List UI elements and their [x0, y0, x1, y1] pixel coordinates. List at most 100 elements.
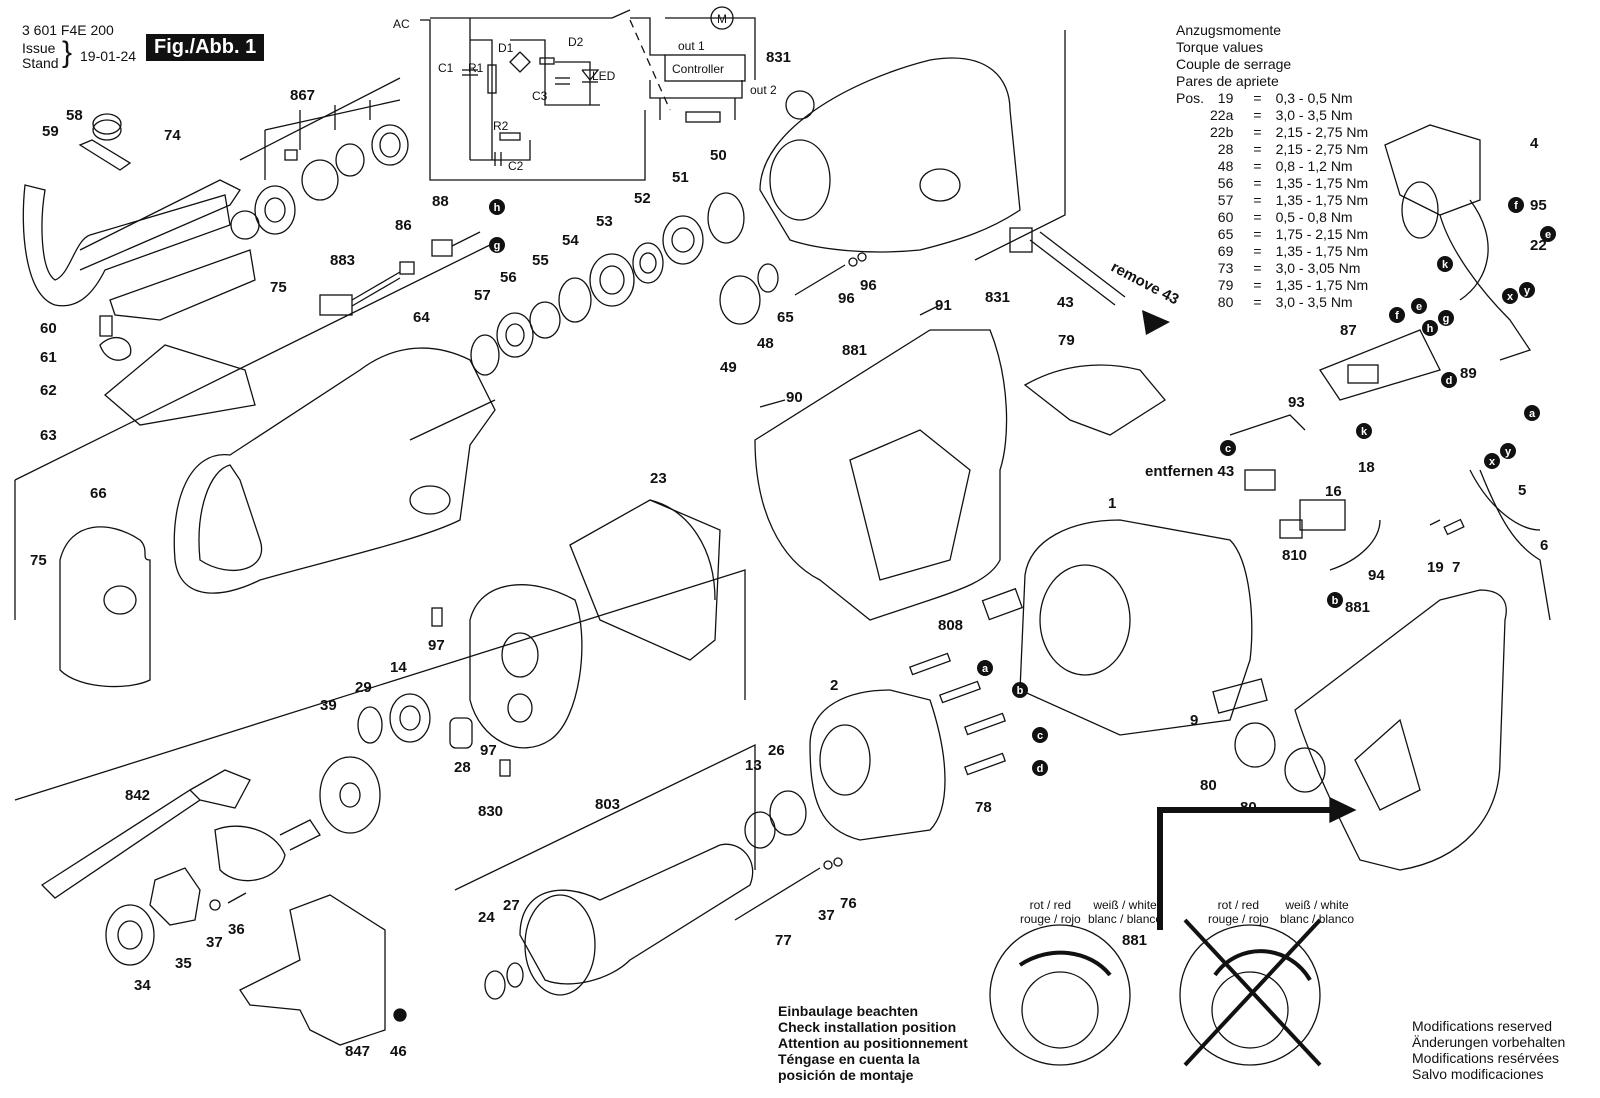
part-18: 18 — [1358, 459, 1375, 476]
mods-es: Salvo modificaciones — [1412, 1066, 1544, 1082]
part-36: 36 — [228, 921, 245, 938]
callout-f1-circle — [1389, 307, 1405, 323]
part-80a: 80 — [1200, 777, 1217, 794]
torque-value: 3,0 - 3,05 Nm — [1275, 260, 1361, 276]
torque-table: Anzugsmomente Torque values Couple de se… — [1176, 22, 1374, 311]
mods-en: Modifications reserved — [1412, 1018, 1553, 1034]
wire-white-line2-r: blanc / blanco — [1280, 912, 1355, 926]
torque-eq: = — [1253, 260, 1262, 276]
remove-43-label: remove 43 — [1108, 259, 1182, 309]
torque-row: 22b=2,15 - 2,75 Nm — [1176, 124, 1374, 141]
part-26: 26 — [768, 742, 785, 759]
part-7: 7 — [1452, 559, 1460, 576]
part-831a: 831 — [766, 49, 791, 66]
install-note: Einbaulage beachten Check installation p… — [778, 1003, 968, 1083]
callout-d1-label: d — [1037, 763, 1044, 775]
callout-h1-circle — [489, 199, 505, 215]
part-881b: 881 — [1345, 599, 1370, 616]
part-2: 2 — [830, 677, 838, 694]
part-39: 39 — [320, 697, 337, 714]
callout-x1-circle — [1502, 288, 1518, 304]
brace: } — [62, 36, 73, 69]
torque-row: 48=0,8 - 1,2 Nm — [1176, 158, 1374, 175]
part-93: 93 — [1288, 394, 1305, 411]
callout-e1-circle — [1540, 226, 1556, 242]
torque-row: 73=3,0 - 3,05 Nm — [1176, 260, 1374, 277]
circuit-d2: D2 — [568, 35, 584, 49]
callout-y1-label: y — [1524, 285, 1531, 297]
part-76: 76 — [840, 895, 857, 912]
part-5: 5 — [1518, 482, 1526, 499]
part-91: 91 — [935, 297, 952, 314]
part-56: 56 — [500, 269, 517, 286]
torque-pos: 22a — [1210, 107, 1234, 123]
part-59: 59 — [42, 123, 59, 140]
part-803: 803 — [595, 796, 620, 813]
torque-value: 1,35 - 1,75 Nm — [1275, 243, 1369, 259]
part-48: 48 — [757, 335, 774, 352]
part-810: 810 — [1282, 547, 1307, 564]
torque-eq: = — [1253, 141, 1262, 157]
modifications-note: Modifications reserved Änderungen vorbeh… — [1412, 1018, 1565, 1082]
callout-a2-label: a — [1529, 408, 1536, 420]
torque-row: 80=3,0 - 3,5 Nm — [1176, 294, 1374, 311]
torque-row: 60=0,5 - 0,8 Nm — [1176, 209, 1374, 226]
wire-red-line1-r: rot / red — [1217, 898, 1260, 912]
callout-a1-label: a — [982, 663, 989, 675]
part-57: 57 — [474, 287, 491, 304]
part-94: 94 — [1368, 567, 1385, 584]
part-808: 808 — [938, 617, 963, 634]
callout-d1-circle — [1032, 760, 1048, 776]
circuit-out2: out 2 — [750, 83, 777, 97]
part-79: 79 — [1058, 332, 1075, 349]
callout-c1-label: c — [1037, 730, 1043, 742]
torque-value: 0,3 - 0,5 Nm — [1275, 90, 1353, 106]
torque-pos: 69 — [1217, 243, 1234, 259]
wire-white-line1: weiß / white — [1093, 898, 1157, 912]
torque-pos: 60 — [1217, 209, 1234, 225]
torque-row: Pos.19=0,3 - 0,5 Nm — [1176, 90, 1374, 107]
torque-pos: 22b — [1210, 124, 1234, 140]
remove-arrow — [1142, 310, 1170, 335]
install-note-es1: Téngase en cuenta la — [778, 1051, 920, 1067]
torque-row: 22a=3,0 - 3,5 Nm — [1176, 107, 1374, 124]
torque-title-fr: Couple de serrage — [1176, 56, 1292, 72]
torque-value: 3,0 - 3,5 Nm — [1275, 107, 1353, 123]
mods-de: Änderungen vorbehalten — [1412, 1034, 1566, 1050]
torque-pos: 19 — [1217, 90, 1234, 106]
callout-k2-circle — [1356, 423, 1372, 439]
torque-row: 56=1,35 - 1,75 Nm — [1176, 175, 1374, 192]
part-883: 883 — [330, 252, 355, 269]
callout-f2-label: f — [1514, 200, 1518, 212]
circuit-d1: D1 — [498, 41, 514, 55]
callout-e2-label: e — [1416, 301, 1422, 313]
torque-row: 57=1,35 - 1,75 Nm — [1176, 192, 1374, 209]
torque-value: 3,0 - 3,5 Nm — [1275, 294, 1353, 310]
callout-a1-circle — [977, 660, 993, 676]
part-89: 89 — [1460, 365, 1477, 382]
callout-b1-circle — [1012, 682, 1028, 698]
callout-h3-label: h — [1427, 323, 1434, 335]
part-4: 4 — [1530, 135, 1539, 152]
callout-c1-circle — [1032, 727, 1048, 743]
part-88: 88 — [432, 193, 449, 210]
part-53: 53 — [596, 213, 613, 230]
part-43: 43 — [1057, 294, 1074, 311]
torque-value: 2,15 - 2,75 Nm — [1275, 141, 1369, 157]
callout-k1-label: k — [1442, 259, 1449, 271]
callout-f1-label: f — [1395, 310, 1399, 322]
part-37a: 37 — [206, 934, 223, 951]
part-34: 34 — [134, 977, 151, 994]
callout-x2-label: x — [1489, 456, 1496, 468]
torque-value: 0,8 - 1,2 Nm — [1275, 158, 1353, 174]
torque-value: 1,35 - 1,75 Nm — [1275, 277, 1369, 293]
callout-k2-label: k — [1361, 426, 1368, 438]
torque-title-en: Torque values — [1176, 39, 1264, 55]
entfernen-43-label: entfernen 43 — [1145, 463, 1234, 480]
issue-label: Issue — [22, 40, 56, 56]
part-77: 77 — [775, 932, 792, 949]
circuit-led: LED — [592, 69, 616, 83]
torque-pos: 79 — [1217, 277, 1234, 293]
torque-row: 28=2,15 - 2,75 Nm — [1176, 141, 1374, 158]
